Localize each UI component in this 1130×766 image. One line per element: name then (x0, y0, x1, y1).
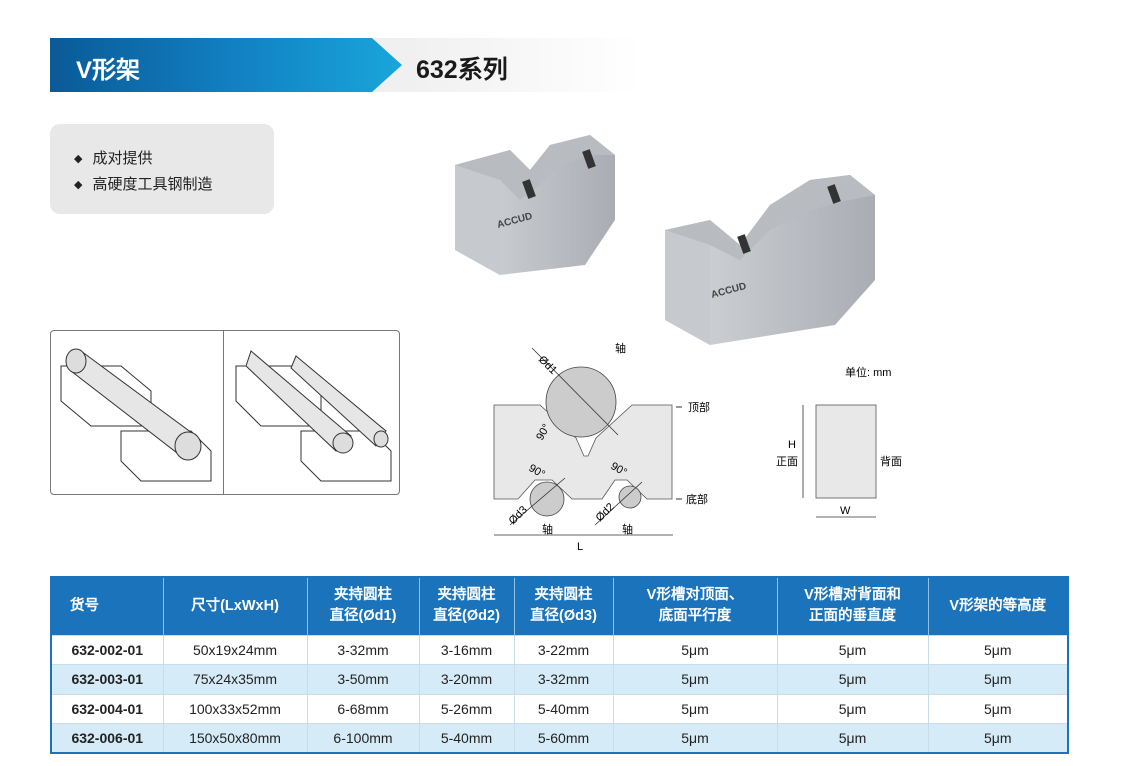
shaft-d3 (529, 481, 565, 517)
col-header: 夹持圆柱 直径(Ød1) (307, 577, 420, 635)
table-cell: 5μm (613, 693, 778, 724)
single-shaft-usage (60, 348, 212, 482)
d3-label: Ød3 (507, 504, 530, 527)
table-cell: 5μm (777, 723, 929, 753)
table-cell: 5μm (928, 723, 1069, 753)
table-cell: 5μm (777, 634, 929, 665)
table-cell: 5μm (613, 723, 778, 753)
shaft-label: 轴 (622, 522, 633, 536)
feature-list: ◆ 成对提供 ◆ 高硬度工具钢制造 (50, 124, 274, 214)
item-code: 632-006-01 (51, 723, 164, 753)
table-cell: 5-26mm (419, 693, 515, 724)
feature-text: 成对提供 (92, 150, 153, 167)
diamond-bullet-icon: ◆ (74, 179, 83, 191)
table-cell: 75x24x35mm (163, 664, 308, 694)
table-cell: 3-16mm (419, 634, 515, 665)
back-label: 背面 (880, 454, 902, 468)
spec-table: 货号 尺寸(LxWxH) 夹持圆柱 直径(Ød1) 夹持圆柱 直径(Ød2) 夹… (50, 576, 1069, 754)
table-cell: 5μm (928, 693, 1069, 724)
d1-label: Ød1 (536, 354, 559, 377)
diamond-bullet-icon: ◆ (74, 153, 83, 165)
item-code: 632-003-01 (51, 664, 164, 694)
col-header: V形槽对背面和 正面的垂直度 (777, 577, 929, 635)
table-cell: 3-20mm (419, 664, 515, 694)
divider (223, 331, 224, 494)
series-title: 632系列 (416, 56, 508, 84)
width-label: W (840, 505, 851, 517)
table-cell: 3-22mm (514, 634, 614, 665)
length-label: L (577, 541, 583, 553)
table-cell: 5μm (928, 634, 1069, 665)
v-block-left: ACCUD (455, 135, 615, 275)
table-cell: 5μm (613, 634, 778, 665)
title-banner-blue (50, 38, 402, 92)
shaft-label: 轴 (615, 341, 626, 355)
shaft-d2 (618, 485, 642, 509)
table-cell: 3-32mm (307, 634, 420, 665)
col-header: V形槽对顶面、 底面平行度 (613, 577, 778, 635)
table-cell: 6-68mm (307, 693, 420, 724)
table-cell: 5-40mm (514, 693, 614, 724)
usage-drawing (60, 348, 392, 482)
table-cell: 5μm (777, 693, 929, 724)
shaft-label: 轴 (542, 522, 553, 536)
col-header: 货号 (51, 577, 164, 635)
table-cell: 5-40mm (419, 723, 515, 753)
d2-label: Ød2 (594, 501, 617, 524)
table-cell: 3-32mm (514, 664, 614, 694)
double-shaft-usage (235, 350, 392, 482)
front-label: 正面 (776, 456, 798, 468)
feature-text: 高硬度工具钢制造 (92, 176, 213, 193)
product-image: ACCUD ACCUD (455, 135, 875, 345)
dimension-diagram: Ød1 轴 90° 90° 90° Ød3 Ød2 轴 轴 顶部 底部 L 单位… (493, 341, 902, 553)
side-view (815, 404, 877, 499)
table-cell: 5μm (928, 664, 1069, 694)
col-header: 夹持圆柱 直径(Ød3) (514, 577, 614, 635)
col-header: 尺寸(LxWxH) (163, 577, 308, 635)
bottom-label: 底部 (686, 492, 708, 506)
table-cell: 100x33x52mm (163, 693, 308, 724)
table-cell: 3-50mm (307, 664, 420, 694)
feature-item: ◆ 成对提供 (74, 146, 274, 172)
table-cell: 5-60mm (514, 723, 614, 753)
v-block-right: ACCUD (665, 175, 875, 345)
feature-item: ◆ 高硬度工具钢制造 (74, 172, 274, 198)
table-cell: 150x50x80mm (163, 723, 308, 753)
unit-label: 单位: mm (845, 365, 891, 379)
title-banner: V形架 632系列 (50, 38, 642, 92)
table-cell: 5μm (613, 664, 778, 694)
page-title: V形架 (76, 57, 141, 84)
item-code: 632-002-01 (51, 634, 164, 665)
height-label: H (788, 439, 796, 451)
top-label: 顶部 (688, 400, 710, 414)
usage-illustration (50, 330, 400, 495)
col-header: 夹持圆柱 直径(Ød2) (419, 577, 515, 635)
table-cell: 50x19x24mm (163, 634, 308, 665)
item-code: 632-004-01 (51, 693, 164, 724)
shaft-d1 (545, 366, 617, 438)
table-cell: 5μm (777, 664, 929, 694)
col-header: V形架的等高度 (928, 577, 1069, 635)
table-cell: 6-100mm (307, 723, 420, 753)
